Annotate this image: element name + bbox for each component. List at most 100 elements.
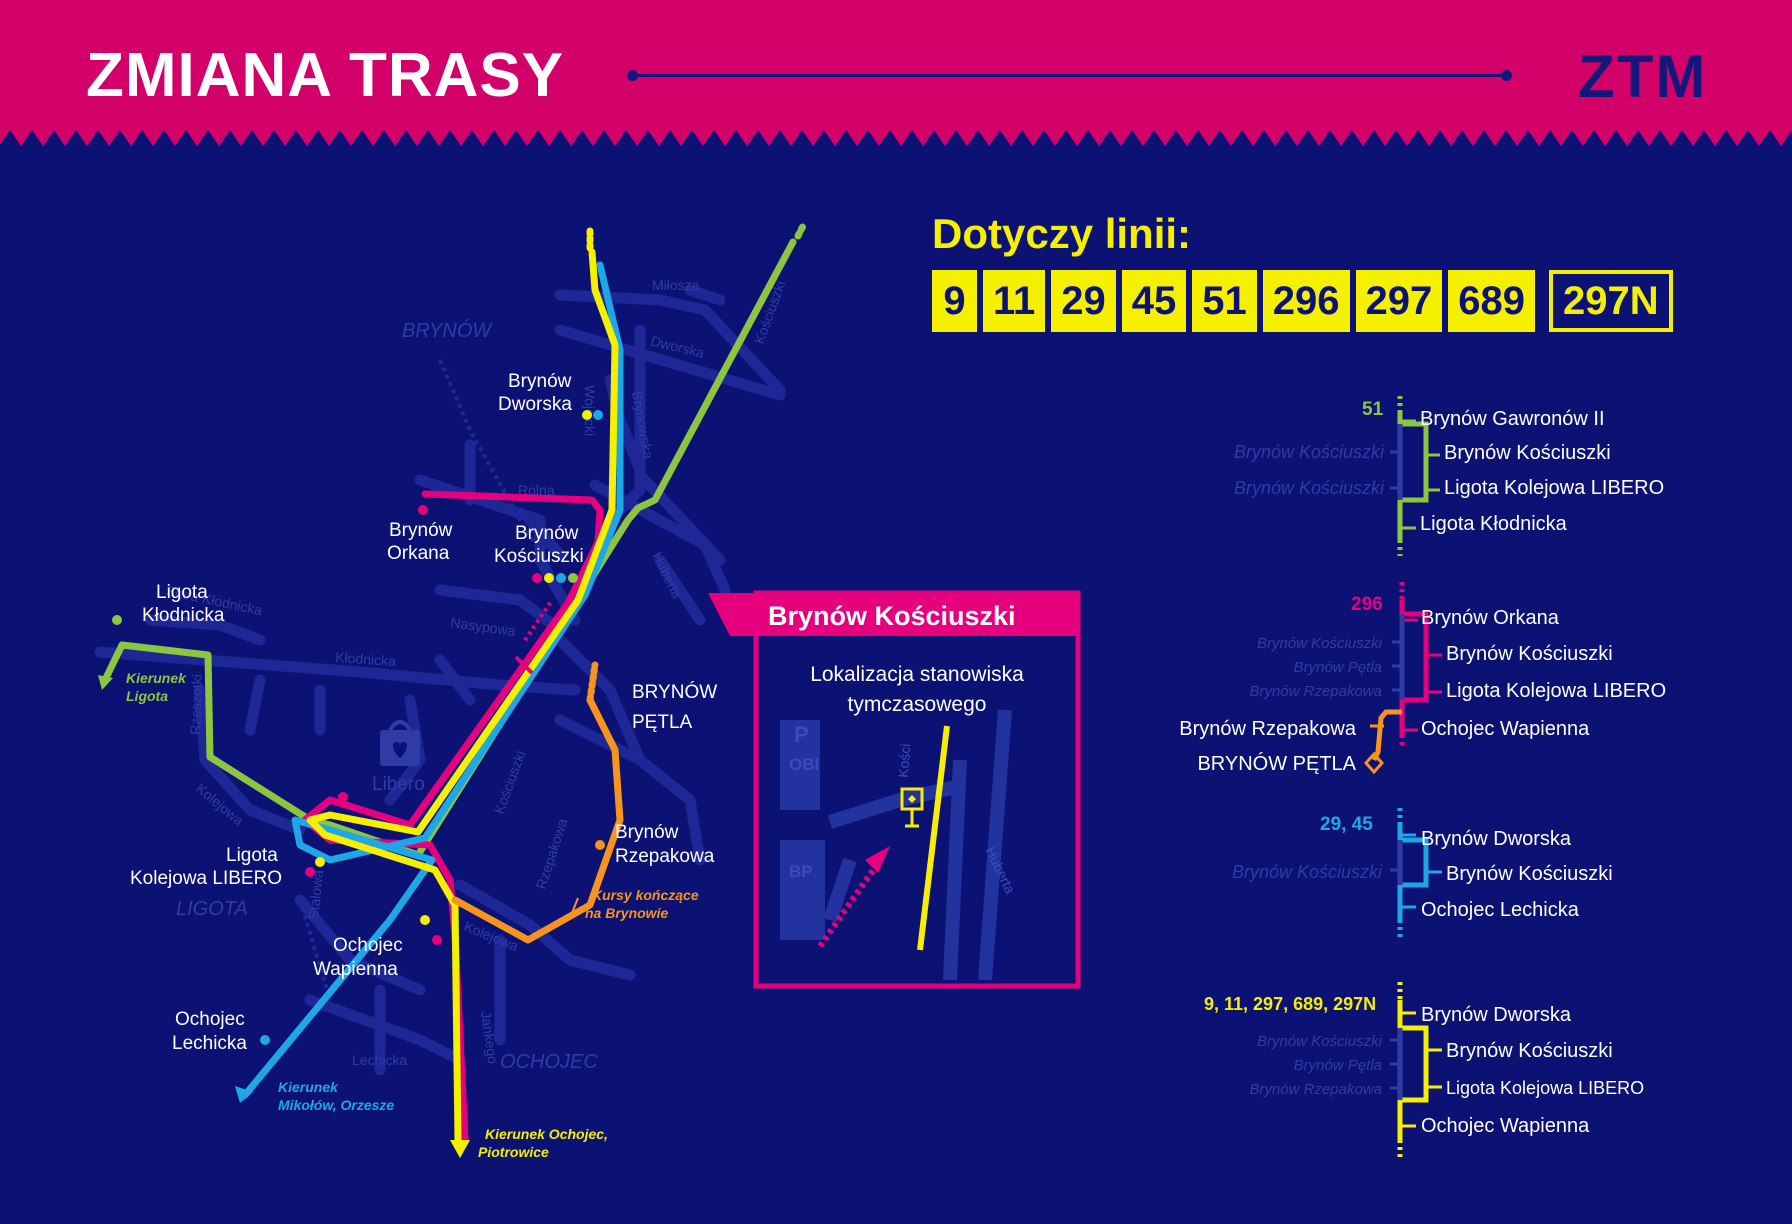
schematic-29-45-label: 29, 45: [1320, 814, 1373, 835]
schematic-29-45-stop-2: Ochojec Lechicka: [1421, 899, 1580, 921]
divider-dot-right: [1501, 70, 1512, 81]
schematic-29-45-old-0: Brynów Kościuszki: [1232, 862, 1383, 882]
schematic-296-old-2: Brynów Rzepakowa: [1249, 683, 1382, 700]
stop-label-brynow-petla-2: PĘTLA: [632, 712, 693, 733]
schematic-9-group-stop-2: Ligota Kolejowa LIBERO: [1446, 1078, 1644, 1098]
line-chip-297: 297: [1355, 270, 1443, 332]
arrow-ligota-icon: [98, 675, 113, 690]
route-line-51: [101, 238, 797, 859]
route-map: Miłosza Dworska Kościuszki Wojcicki Bryn…: [94, 220, 1666, 1160]
street-label-stalowa: Stalowa: [305, 869, 326, 920]
schematic-9-group-stop-0: Brynów Dworska: [1421, 1004, 1572, 1026]
street-label-lechicka: Lechicka: [352, 1052, 407, 1068]
stop-label-brynow-orkana-1: Brynów: [389, 520, 453, 541]
inset-parking-label: P: [794, 722, 809, 747]
inset-subtitle-1: Lokalizacja stanowiska: [810, 663, 1024, 686]
line-chip-9: 9: [932, 270, 977, 332]
stop-label-brynow-dworska-2: Dworska: [498, 394, 572, 415]
line-chip-689: 689: [1448, 270, 1536, 332]
inset-bp-label: BP: [789, 862, 813, 881]
poi-label-libero: Libero: [372, 774, 425, 795]
street-label-rzeszotki: Rzeszotki: [187, 674, 205, 735]
stop-label-ochojec-lechicka-2: Lechicka: [172, 1033, 247, 1054]
street-label-jankego: Jankego: [478, 1010, 501, 1065]
direction-ochojec-2: Piotrowice: [478, 1144, 549, 1160]
stop-dots: [112, 410, 605, 1045]
direction-ligota-2: Ligota: [126, 688, 168, 704]
arrow-kursy-icon: [569, 897, 579, 919]
schematic-51-stop-0: Brynów Gawronów II: [1420, 408, 1605, 430]
inset-walk-path: [817, 858, 883, 948]
header-background: [0, 0, 1792, 146]
inset-title: Brynów Kościuszki: [768, 601, 1016, 631]
railway: [298, 359, 547, 1001]
district-label-brynow: BRYNÓW: [402, 319, 493, 342]
line-chip-11: 11: [983, 270, 1046, 332]
line-chip-29: 29: [1051, 270, 1116, 332]
shopping-bag-icon: [380, 720, 420, 766]
inset-subtitle-2: tymczasowego: [848, 693, 987, 716]
street-label-wojcicki: Wojcicki: [582, 385, 598, 436]
schematic-51-stop-2: Ligota Kolejowa LIBERO: [1444, 477, 1664, 499]
stop-label-ligota-kolejowa-2: Kolejowa LIBERO: [130, 868, 282, 889]
stop-label-brynow-dworska-1: Brynów: [508, 371, 572, 392]
schematic-296-stop-1: Brynów Kościuszki: [1446, 643, 1613, 665]
schematic-296: 296 Brynów Orkana Brynów Kościuszki Ligo…: [1179, 582, 1666, 775]
schematic-9-group-label: 9, 11, 297, 689, 297N: [1204, 994, 1376, 1014]
route-line-51-arrow: [794, 220, 808, 240]
direction-mikolow-1: Kierunek: [278, 1079, 339, 1095]
schematic-51-stop-3: Ligota Kłodnicka: [1420, 513, 1568, 535]
district-label-ochojec: OCHOJEC: [500, 1051, 598, 1073]
street-label-milosza: Miłosza: [652, 277, 700, 293]
street-label-rzepakowa: Rzepakowa: [533, 816, 571, 891]
temporary-stop-icon: [900, 787, 924, 828]
schematic-296-old-1: Brynów Pętla: [1294, 659, 1382, 676]
street-label-kosciuszki-south: Kościuszki: [491, 748, 529, 816]
schematic-296-label: 296: [1351, 594, 1383, 615]
route-line-9-group: [306, 248, 619, 1144]
ztm-logo: ZTM: [1578, 43, 1708, 110]
line-chip-51: 51: [1192, 270, 1257, 332]
schematic-29-45-stop-1: Brynów Kościuszki: [1446, 863, 1613, 885]
stop-label-ochojec-wapienna-1: Ochojec: [333, 935, 403, 956]
stop-label-ligota-klodnicka-2: Kłodnicka: [142, 605, 225, 626]
lines-title: Dotyczy linii:: [932, 210, 1192, 257]
stop-label-ligota-klodnicka-1: Ligota: [156, 582, 208, 603]
street-label-klodnicka: Kłodnicka: [335, 649, 397, 669]
schematic-51-label: 51: [1362, 399, 1384, 420]
inset-panel: Brynów Kościuszki Lokalizacja stanowiska…: [708, 590, 1081, 989]
route-line-petla-dashed: [586, 661, 599, 704]
routes: [101, 220, 808, 1144]
stop-label-brynow-petla-1: BRYNÓW: [632, 681, 717, 703]
schematic-51-old-1: Brynów Kościuszki: [1234, 478, 1385, 498]
stop-label-brynow-kosciuszki-1: Brynów: [515, 523, 579, 544]
temporary-walk-path: [523, 598, 554, 642]
route-line-296: [301, 490, 604, 1144]
street-network: [94, 284, 786, 1076]
inset-walk-arrow-icon: [865, 846, 890, 873]
street-label-rolna: Rolna: [518, 482, 555, 498]
schematic-9-group-old-0: Brynów Kościuszki: [1257, 1033, 1383, 1050]
schematic-29-45: 29, 45 Brynów Dworska Brynów Kościuszki …: [1232, 808, 1613, 940]
stop-label-brynow-rzepakowa-1: Brynów: [615, 822, 679, 843]
direction-kursy-2: na Brynowie: [585, 905, 668, 921]
schematic-9-group-old-2: Brynów Rzepakowa: [1249, 1081, 1382, 1098]
arrow-ochojec-icon: [450, 1140, 470, 1158]
direction-ligota-1: Kierunek: [126, 670, 187, 686]
schematic-296-stop-3: Ochojec Wapienna: [1421, 718, 1590, 740]
divider-dot-left: [627, 70, 638, 81]
schematic-51-stop-1: Brynów Kościuszki: [1444, 442, 1611, 464]
line-chip-296: 296: [1262, 270, 1350, 332]
street-label-nasypowa: Nasypowa: [450, 614, 517, 639]
schematic-9-group: 9, 11, 297, 689, 297N Brynów Dworska Bry…: [1204, 982, 1644, 1160]
stop-label-brynow-rzepakowa-2: Rzepakowa: [615, 846, 715, 867]
header-divider: [632, 74, 1508, 77]
direction-ochojec-1: Kierunek Ochojec,: [485, 1126, 608, 1142]
stop-label-ochojec-wapienna-2: Wapienna: [313, 959, 398, 980]
page-title: ZMIANA TRASY: [86, 41, 565, 110]
stop-label-brynow-kosciuszki-2: Kościuszki: [494, 546, 584, 567]
stop-label-brynow-orkana-2: Orkana: [387, 543, 450, 564]
schematic-296-stop-0: Brynów Orkana: [1421, 607, 1560, 629]
schematic-296-stop-5: BRYNÓW PĘTLA: [1197, 752, 1356, 775]
inset-yellow-route: [917, 725, 950, 951]
